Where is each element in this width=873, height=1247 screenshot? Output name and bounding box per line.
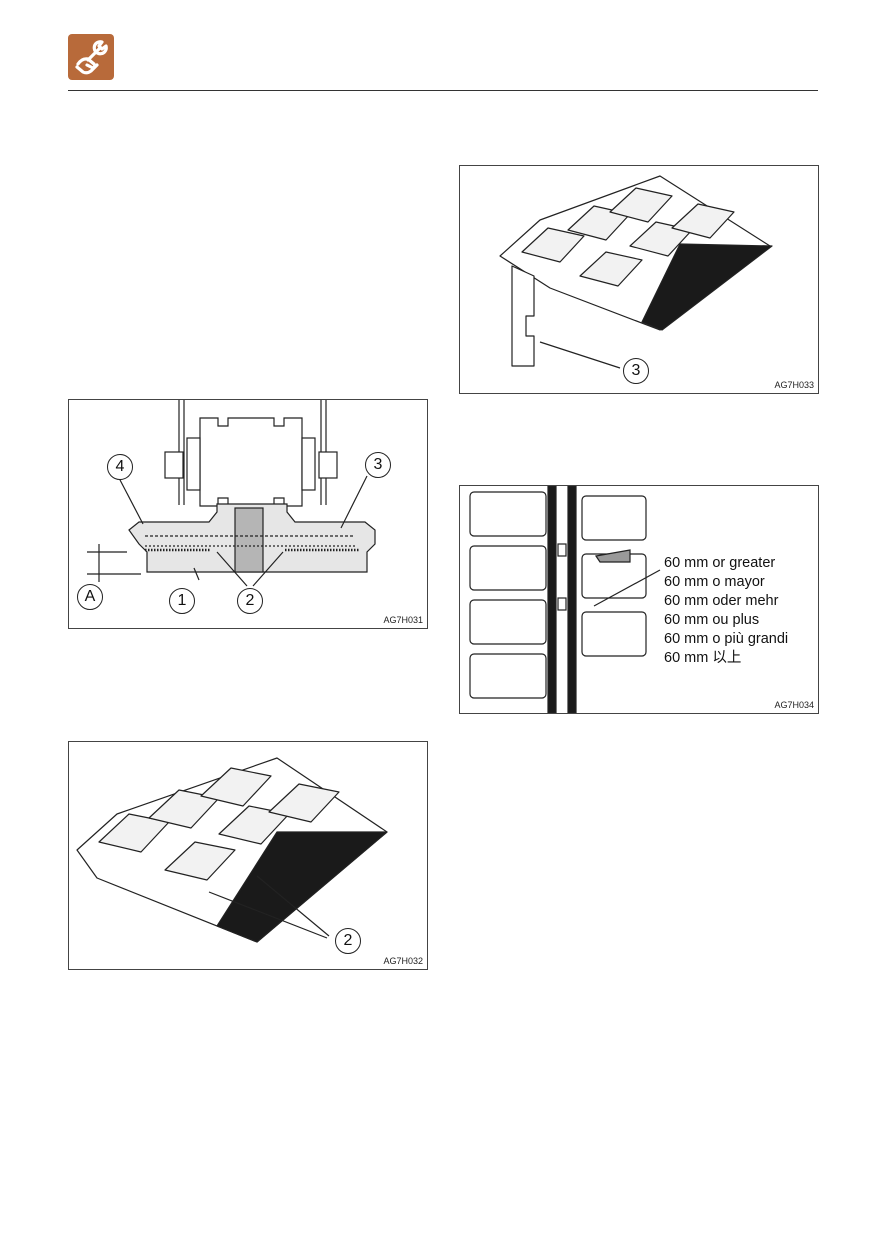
callout-1: 1 (169, 588, 195, 614)
measure-it: 60 mm o più grandi (664, 630, 788, 649)
callout-3: 3 (623, 358, 649, 384)
figure-code: AG7H032 (383, 956, 423, 966)
track-lugs-drawing (69, 742, 427, 969)
callout-3: 3 (365, 452, 391, 478)
figure-code: AG7H031 (383, 615, 423, 625)
figure-track-lugs-exposed-cord: 2 AG7H032 (68, 741, 428, 970)
measure-de: 60 mm oder mehr (664, 592, 788, 611)
measure-en: 60 mm or greater (664, 554, 788, 573)
measure-ja: 60 mm 以上 (664, 649, 788, 668)
measure-fr: 60 mm ou plus (664, 611, 788, 630)
header-divider (68, 90, 818, 91)
figure-track-crack-depth: 60 mm or greater 60 mm o mayor 60 mm ode… (459, 485, 819, 714)
crack-depth-legend: 60 mm or greater 60 mm o mayor 60 mm ode… (664, 554, 788, 668)
figure-code: AG7H033 (774, 380, 814, 390)
figure-track-core-metal: 3 AG7H033 (459, 165, 819, 394)
callout-4: 4 (107, 454, 133, 480)
measure-es: 60 mm o mayor (664, 573, 788, 592)
callout-2: 2 (237, 588, 263, 614)
figure-track-cross-section: 4 3 A 1 2 AG7H031 (68, 399, 428, 629)
maintenance-wrench-icon (68, 34, 114, 80)
callout-2: 2 (335, 928, 361, 954)
figure-code: AG7H034 (774, 700, 814, 710)
callout-a: A (77, 584, 103, 610)
